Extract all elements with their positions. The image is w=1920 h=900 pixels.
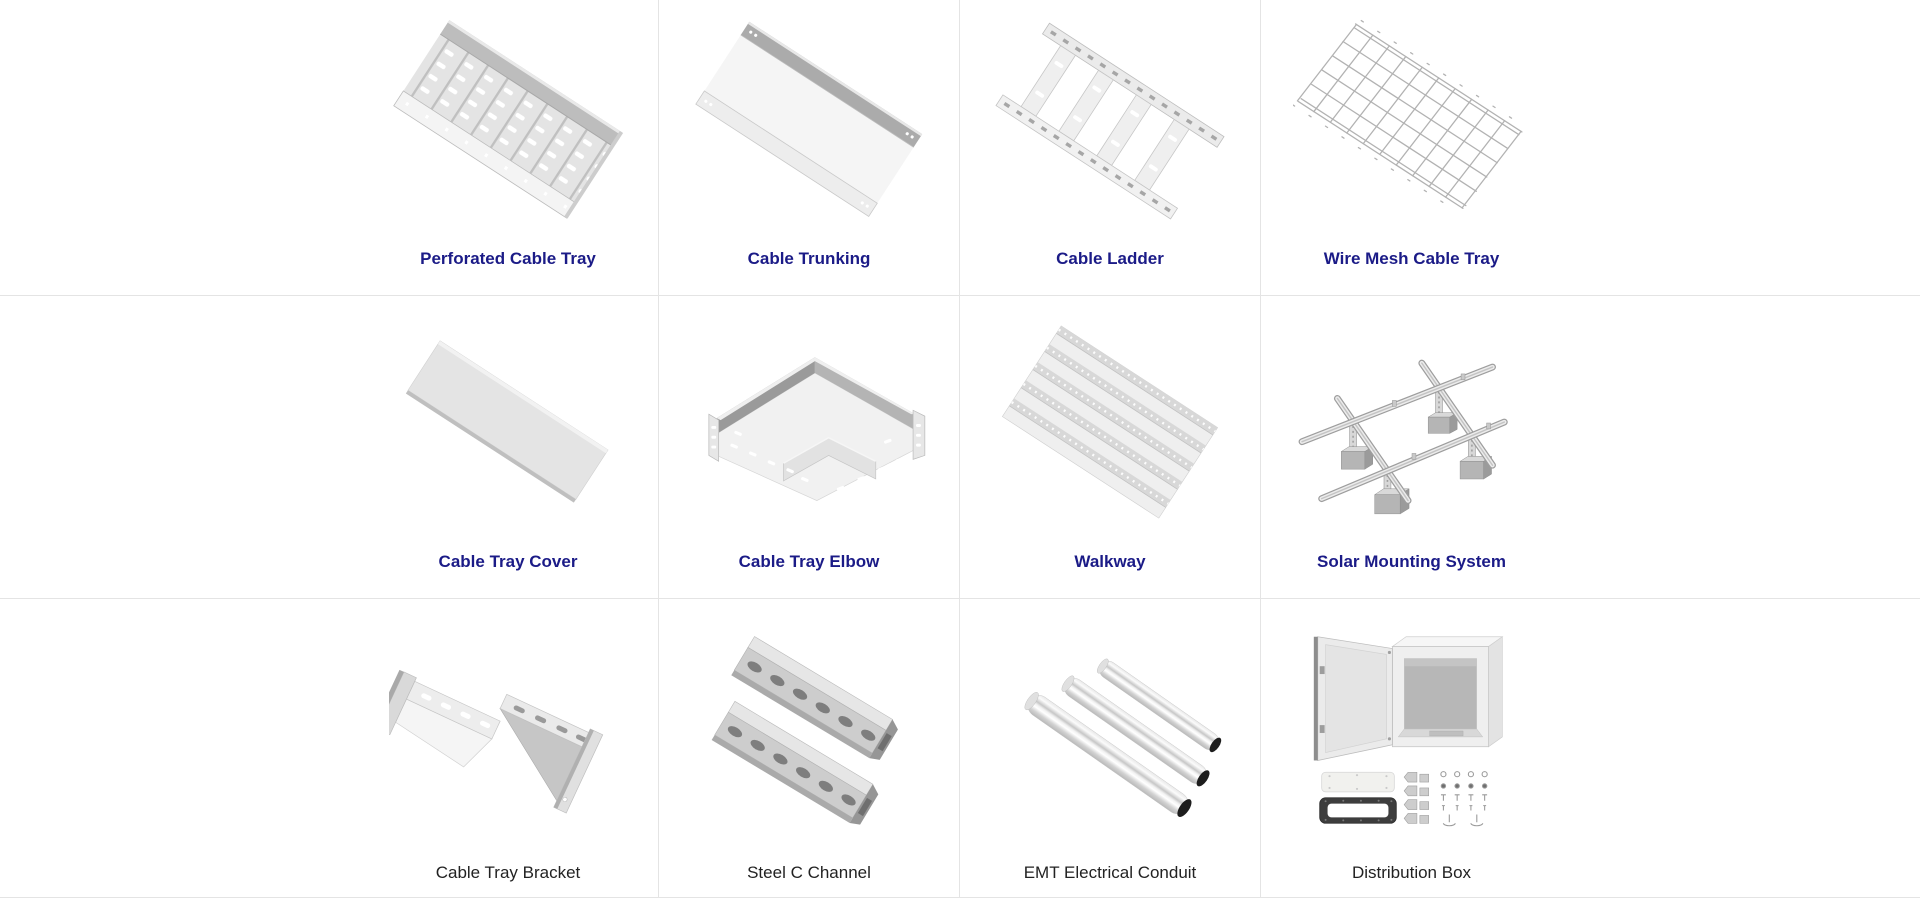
product-cell-wire-mesh-cable-tray[interactable]: Wire Mesh Cable Tray (1261, 0, 1562, 295)
product-cell-distribution-box[interactable]: Distribution Box (1261, 599, 1562, 897)
product-label[interactable]: Walkway (1074, 552, 1146, 571)
product-label[interactable]: Cable Tray Elbow (738, 552, 880, 571)
product-label[interactable]: Cable Ladder (1056, 249, 1164, 268)
cable-tray-elbow-image (659, 296, 959, 552)
product-label[interactable]: Cable Tray Bracket (435, 863, 581, 882)
product-label[interactable]: EMT Electrical Conduit (1023, 863, 1197, 882)
product-cell-cable-tray-elbow[interactable]: Cable Tray Elbow (659, 296, 960, 598)
product-cell-cable-ladder[interactable]: Cable Ladder (960, 0, 1261, 295)
cable-tray-cover-image (358, 296, 658, 552)
emt-electrical-conduit-image (960, 599, 1260, 863)
cable-ladder-image (960, 0, 1260, 249)
product-row-1: Perforated Cable Tray (0, 0, 1920, 296)
solar-mounting-system-image (1261, 296, 1562, 552)
distribution-box-image (1261, 599, 1562, 863)
product-row-3: Cable Tray Bracket (0, 599, 1920, 898)
product-label[interactable]: Steel C Channel (747, 863, 871, 882)
product-label[interactable]: Cable Trunking (747, 249, 871, 268)
product-label[interactable]: Cable Tray Cover (438, 552, 578, 571)
wire-mesh-cable-tray-image (1261, 0, 1562, 249)
product-label[interactable]: Distribution Box (1351, 863, 1472, 882)
cable-tray-bracket-image (358, 599, 658, 863)
product-cell-walkway[interactable]: Walkway (960, 296, 1261, 598)
walkway-image (960, 296, 1260, 552)
product-label[interactable]: Wire Mesh Cable Tray (1323, 249, 1500, 268)
product-row-2: Cable Tray Cover (0, 296, 1920, 599)
product-label[interactable]: Perforated Cable Tray (420, 249, 596, 268)
cable-trunking-image (659, 0, 959, 249)
product-cell-steel-c-channel[interactable]: Steel C Channel (659, 599, 960, 897)
product-cell-cable-trunking[interactable]: Cable Trunking (659, 0, 960, 295)
product-cell-emt-electrical-conduit[interactable]: EMT Electrical Conduit (960, 599, 1261, 897)
product-cell-cable-tray-bracket[interactable]: Cable Tray Bracket (358, 599, 659, 897)
product-cell-cable-tray-cover[interactable]: Cable Tray Cover (358, 296, 659, 598)
product-label[interactable]: Solar Mounting System (1317, 552, 1506, 571)
product-cell-solar-mounting-system[interactable]: Solar Mounting System (1261, 296, 1562, 598)
product-cell-perforated-cable-tray[interactable]: Perforated Cable Tray (358, 0, 659, 295)
steel-c-channel-image (659, 599, 959, 863)
perforated-cable-tray-image (358, 0, 658, 249)
